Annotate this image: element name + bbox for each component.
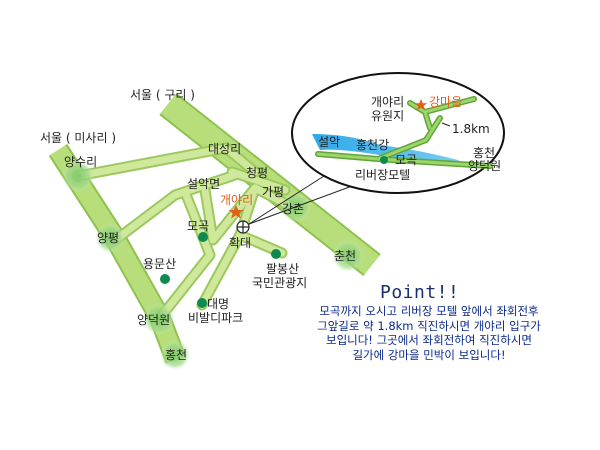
label-daeseongri: 대성리 bbox=[208, 142, 242, 156]
detail-label-mogok: 모곡 bbox=[395, 153, 418, 167]
poi-dot-icon bbox=[271, 249, 281, 259]
label-yangdeokwon: 양덕원 bbox=[137, 313, 171, 327]
label-seoul-misari: 서울 ( 미사리 ) bbox=[40, 131, 117, 145]
detail-label-resort: 유원지 bbox=[371, 109, 405, 123]
label-palbongsan: 팔봉산 bbox=[266, 262, 300, 276]
label-hongcheon: 홍천 bbox=[165, 348, 188, 362]
detail-label-gaeyari: 개야리 bbox=[371, 95, 405, 109]
point-line: 모곡까지 오시고 리버장 모텔 앞에서 좌회전후 bbox=[319, 304, 539, 318]
label-cheongpyeong: 청평 bbox=[246, 166, 269, 180]
poi-dot-icon bbox=[198, 232, 208, 242]
label-seoul-guri: 서울 ( 구리 ) bbox=[130, 88, 195, 102]
label-gaeyari: 개야리 bbox=[220, 193, 254, 207]
point-title: Point!! bbox=[380, 282, 460, 303]
point-line: 그앞길로 약 1.8km 직진하시면 개야리 입구가 bbox=[317, 318, 541, 333]
detail-inset bbox=[291, 72, 505, 194]
detail-label-yangdeokwon: 양덕원 bbox=[468, 159, 502, 173]
label-gapyeong: 가평 bbox=[262, 185, 285, 199]
detail-label-riverside-motel: 리버장모텔 bbox=[355, 168, 411, 182]
poi-dot-icon bbox=[380, 156, 388, 164]
detail-label-seorak: 설악 bbox=[318, 135, 341, 149]
label-hwakdae[interactable]: 확대 bbox=[229, 236, 252, 250]
star-icon bbox=[228, 205, 244, 219]
label-chuncheon: 춘천 bbox=[334, 249, 357, 263]
label-seorak: 설악면 bbox=[187, 177, 221, 191]
label-mogok: 모곡 bbox=[187, 219, 210, 233]
label-yangpyeong: 양평 bbox=[97, 231, 120, 245]
poi-dot-icon bbox=[197, 298, 207, 308]
detail-label-gangmaeul: 강마을 bbox=[429, 95, 463, 109]
star-icon bbox=[414, 99, 428, 111]
label-yongmunsan: 용문산 bbox=[143, 257, 177, 271]
local-roads bbox=[72, 142, 298, 324]
crosshair-icon[interactable] bbox=[236, 220, 250, 234]
point-line: 길가에 강마을 민박이 보입니다! bbox=[352, 347, 506, 362]
label-daemyeong: 대명 bbox=[207, 297, 230, 311]
detail-label-hongcheon: 홍천 bbox=[473, 146, 496, 160]
detail-label-river: 홍천강 bbox=[356, 138, 390, 152]
point-description: 모곡까지 오시고 리버장 모텔 앞에서 좌회전후 그앞길로 약 1.8km 직진… bbox=[270, 304, 588, 362]
town-markers bbox=[62, 160, 364, 370]
point-line: 보입니다! 그곳에서 좌회전하여 직진하시면 bbox=[325, 333, 532, 347]
label-gangchon: 강촌 bbox=[282, 202, 305, 216]
detail-label-distance: 1.8km bbox=[452, 122, 490, 136]
label-national-tourist-site: 국민관광지 bbox=[252, 276, 308, 290]
poi-dots bbox=[160, 232, 281, 308]
label-yangsuri: 양수리 bbox=[64, 155, 98, 169]
poi-dot-icon bbox=[160, 274, 170, 284]
label-vivaldi-park: 비발디파크 bbox=[188, 311, 244, 325]
